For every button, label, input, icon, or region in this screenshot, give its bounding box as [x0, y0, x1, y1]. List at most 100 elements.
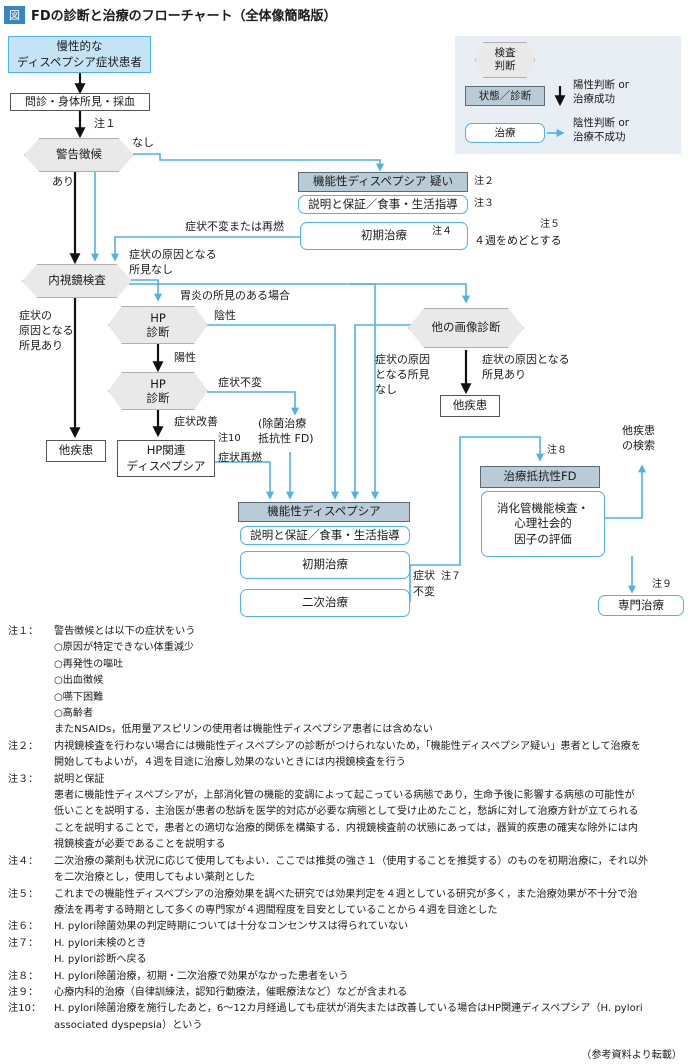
footnote-key — [8, 640, 54, 656]
legend-panel: 検査 判断 状態／診断 陽性判断 or 治療成功 治療 陰性判断 or 治療不成… — [455, 36, 681, 154]
label-unchanged-again: 症状不変または再燃 — [185, 220, 284, 233]
footnote-line: ○出血徴候 — [8, 673, 686, 689]
footnote-text: 開始してもよいが，４週を目途に治療し効果のないときには内視鏡検査を行う — [54, 757, 406, 769]
footnote-line: またNSAIDs，低用量アスピリンの使用者は機能性ディスペプシア患者には含めない — [8, 722, 686, 738]
footnote-line: 注５：これまでの機能性ディスペプシアの治療効果を調べた研究では効果判定を４週とし… — [8, 887, 686, 903]
label-ari: あり — [52, 175, 74, 188]
label-cause-none: 症状の原因となる 所見なし — [129, 248, 217, 276]
node-explain2: 説明と保証／食事・生活指導 — [240, 526, 410, 545]
footnote-line: 注10：H. pylori除菌治療を施行したあと，6〜12カ月経過しても症状が消… — [8, 1001, 686, 1017]
footnote-line: を二次治療とし，使用してもよい薬剤とした — [8, 870, 686, 886]
node-endo: 内視鏡検査 — [22, 264, 132, 298]
node-warning: 警告徴候 — [24, 138, 134, 172]
label-other-exam: 他疾患 の検索 — [622, 424, 655, 452]
label-cause-found: 症状の 原因となる 所見あり — [19, 309, 74, 352]
footnote-key: 注１： — [8, 626, 39, 637]
footnote-key: 注４： — [8, 855, 39, 867]
label-note1: 注１ — [94, 117, 116, 130]
label-symptom: 症状 — [413, 569, 435, 582]
footnote-text: 低いことを説明する．主治医が患者の愁訴を医学的対応が必要な病態として受け止めたこ… — [54, 806, 639, 818]
footnote-line: 療法を再考する時期として多くの専門家が４週間程度を目安としていることから４週を目… — [8, 903, 686, 919]
footnote-key — [8, 821, 54, 837]
label-note8: 注８ — [547, 445, 567, 456]
label-relapse: 症状再燃 — [218, 451, 262, 464]
footnote-line: 視鏡検査が必要であることを説明する — [8, 837, 686, 853]
footnote-key: 注７： — [8, 937, 39, 949]
node-fd-suspect: 機能性ディスペプシア 疑い — [298, 172, 468, 192]
footnote-key: 注２： — [8, 740, 39, 752]
footnote-text: 説明と保証 — [54, 773, 105, 785]
node-explain1: 説明と保証／食事・生活指導 — [298, 195, 468, 214]
arrow-hp1-fd — [205, 324, 339, 500]
footnote-line: 注６：H. pylori除菌効果の判定時期については十分なコンセンサスは得られて… — [8, 919, 686, 935]
node-patient: 慢性的な ディスペプシア症状患者 — [8, 36, 151, 73]
page-title: FDの診断と治療のフローチャート（全体像簡略版） — [31, 9, 337, 24]
flow-arrows — [69, 73, 646, 602]
footnote-text: またNSAIDs，低用量アスピリンの使用者は機能性ディスペプシア患者には含めない — [54, 724, 433, 736]
footnote-key — [8, 837, 54, 853]
footnotes: 注１：警告徴候とは以下の症状をいう○原因が特定できない体重減少○再発性の嘔吐○出… — [8, 624, 686, 1034]
label-unchanged: 症状不変 — [218, 376, 262, 389]
footnote-line: ことを説明することで，患者との適切な治療的関係を構築する．内視鏡検査前の状態にあ… — [8, 821, 686, 837]
footnote-key: 注10： — [8, 1003, 42, 1015]
label-eradication-res: (除菌治療 抵抗性 FD) — [258, 417, 314, 445]
label-improved: 症状改善 — [174, 415, 218, 428]
node-init1: 初期治療 — [300, 222, 468, 250]
node-eval: 消化管機能検査・ 心理社会的 因子の評価 — [481, 491, 605, 557]
legend-arrows — [547, 86, 566, 137]
node-refractory: 治療抵抗性FD — [480, 466, 600, 488]
footnote-line: 患者に機能性ディスペプシアが，上部消化管の機能的変調によって起こっている病態であ… — [8, 788, 686, 804]
footnote-line: ○高齢者 — [8, 706, 686, 722]
footnote-key — [8, 870, 54, 886]
source-credit: （参考資料より転載） — [581, 1050, 682, 1061]
footnote-key: 注８： — [8, 970, 39, 982]
footnote-text: ○原因が特定できない体重減少 — [54, 642, 195, 654]
footnote-line: associated dyspepsia）という — [8, 1018, 686, 1034]
footnote-text: これまでの機能性ディスペプシアの治療効果を調べた研究では効果判定を４週としている… — [54, 888, 638, 900]
footnote-text: ○嚥下困難 — [54, 691, 104, 703]
footnote-text: 患者に機能性ディスペプシアが，上部消化管の機能的変調によって起こっている病態であ… — [54, 790, 635, 802]
footnote-text: H. pylori除菌治療，初期・二次治療で効果がなかった患者をいう — [54, 970, 349, 982]
legend-exam-shape: 検査 判断 — [475, 42, 535, 78]
footnote-text: H. pylori未検のとき — [54, 937, 147, 949]
footnote-key — [8, 657, 54, 673]
footnote-line: 開始してもよいが，４週を目途に治療し効果のないときには内視鏡検査を行う — [8, 755, 686, 771]
footnote-key: 注９： — [8, 986, 39, 998]
arrow-hp2-eradication — [205, 391, 299, 416]
footnote-text: 二次治療の薬剤も状況に応じて使用してもよい．ここでは推奨の強さ１（使用することを… — [54, 855, 649, 867]
node-other2: 他疾患 — [440, 395, 500, 417]
footnote-text: 警告徴候とは以下の症状をいう — [54, 626, 196, 637]
footnote-text: 内視鏡検査を行わない場合には機能性ディスペプシアの診断がつけられないため，「機能… — [54, 740, 641, 752]
node-hp2: HP 診断 — [108, 372, 208, 410]
label-note4: 注４ — [432, 226, 452, 237]
label-positive: 陽性 — [174, 351, 196, 364]
node-hp1: HP 診断 — [108, 306, 208, 344]
arrow-warning-suspect — [133, 153, 384, 172]
footnote-line: ○嚥下困難 — [8, 690, 686, 706]
title-badge: 図 — [4, 5, 25, 24]
arrow-init1-endo — [111, 236, 300, 262]
footnote-text: ○出血徴候 — [54, 675, 104, 687]
label-fuhen: 不変 — [413, 585, 435, 598]
footnote-key — [8, 673, 54, 689]
legend-positive-text: 陽性判断 or 治療成功 — [573, 79, 630, 106]
footnote-key — [8, 1018, 54, 1034]
footnote-text: を二次治療とし，使用してもよい薬剤とした — [54, 872, 256, 884]
label-note9: 注９ — [652, 579, 672, 590]
label-note7: 注７ — [441, 571, 461, 582]
arrow-imaging-fd — [351, 324, 436, 500]
arrow-eval-search — [605, 464, 646, 519]
footnote-key — [8, 788, 54, 804]
arrow-init2-refractory — [410, 436, 544, 566]
footnote-key: 注３： — [8, 773, 39, 785]
arrow-endo-hp — [127, 279, 162, 302]
footnote-key — [8, 722, 54, 738]
footnote-key: 注６： — [8, 921, 39, 933]
arrow-hpfd-fd — [215, 461, 274, 500]
node-fd: 機能性ディスペプシア — [238, 502, 410, 522]
label-note5: 注５ — [540, 219, 560, 230]
footnote-text: 療法を再考する時期として多くの専門家が４週間程度を目安としていることから４週を目… — [54, 904, 498, 916]
footnote-line: 注１： 警告徴候とは以下の症状をいう — [8, 624, 686, 640]
legend-state-shape: 状態／診断 — [465, 86, 545, 106]
label-negative: 陰性 — [214, 309, 236, 322]
